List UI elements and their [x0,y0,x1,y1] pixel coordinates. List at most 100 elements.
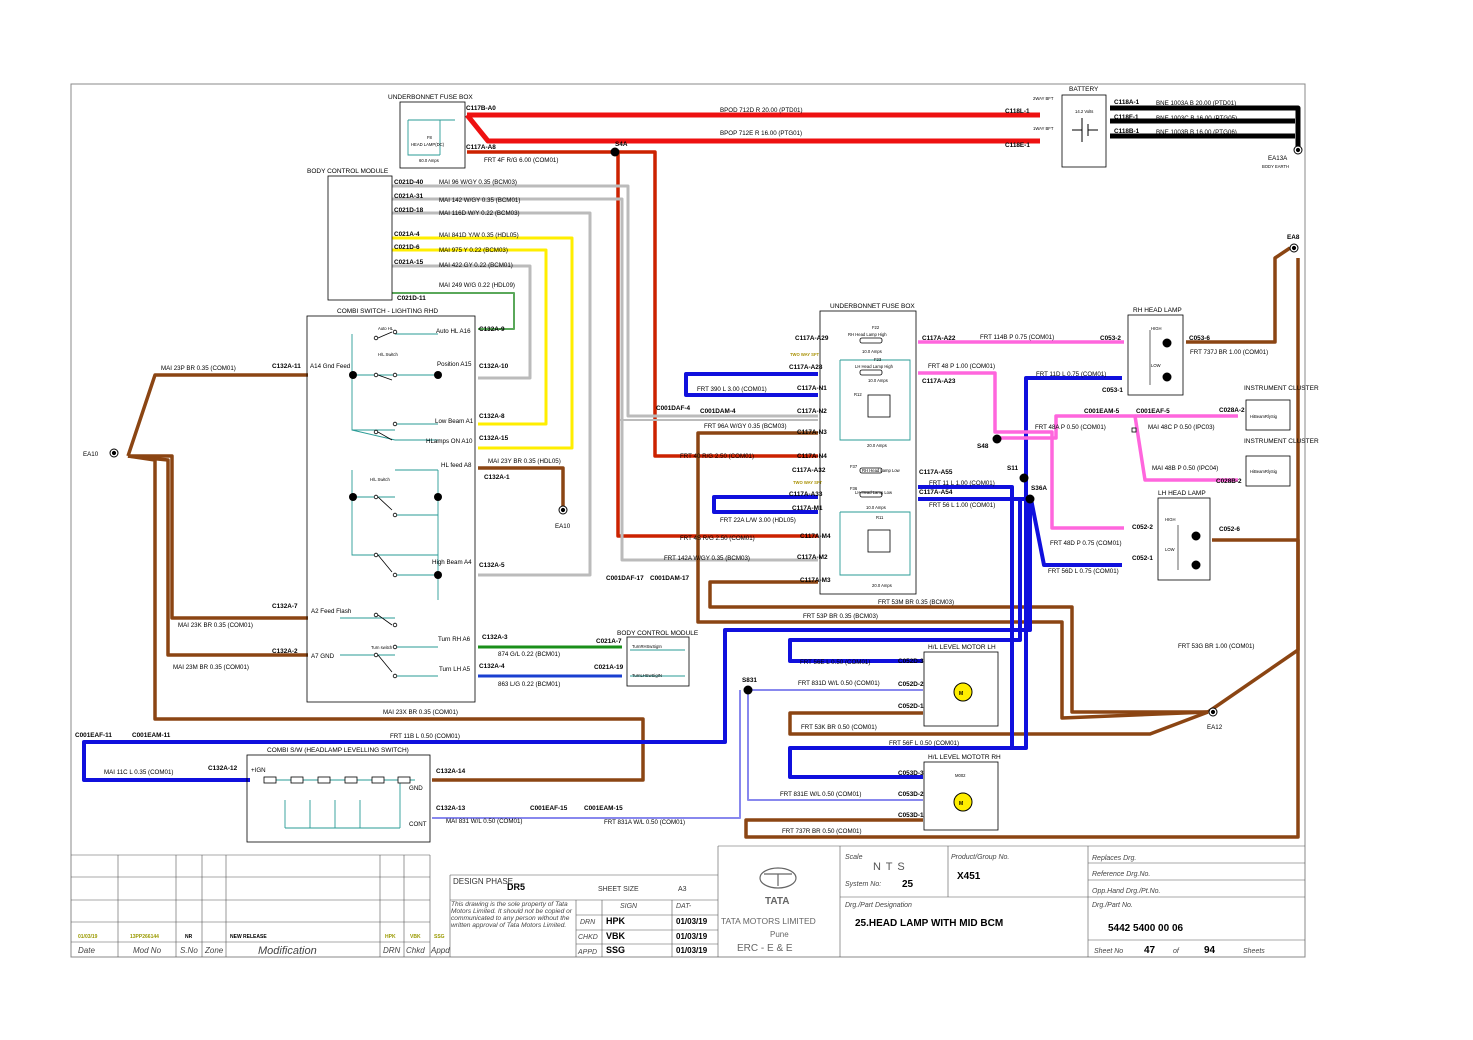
tb-sheet-size: A3 [678,886,687,893]
internal-labels: F8 HEAD LAMP(DC) 60.0 Amps F22 RH Head L… [251,135,1278,828]
wire-label-mai249: MAI 249 W/G 0.22 (HDL09) [439,282,515,289]
tb-of: of [1173,948,1180,955]
wire-frt737j [1186,246,1291,344]
label-hlamps-on: HLamps ON A10 [426,438,473,445]
label-hl-feed: HL feed A8 [441,462,472,469]
tb-appd-label: APPD [577,949,597,956]
title-block [71,845,1305,957]
wire-frt4s-red [616,152,818,538]
wire-label-mai96: MAI 96 W/GY 0.35 (BCM03) [439,179,517,186]
wire-bne-a [1110,105,1301,148]
motor-lh-glyph: M [959,691,963,697]
tb-design-phase-label: DESIGN PHASE [453,877,513,886]
wire-mai975 [392,248,548,426]
conn-c117a-m3: C117A-M3 [800,577,831,584]
conn-c132a-7: C132A-7 [272,603,298,610]
wire-label-mai422: MAI 422 GY 0.22 (BCM01) [439,262,513,269]
wire-frt831a [432,690,741,819]
fuse-f37: F37 [850,464,858,469]
motor-lh-block [923,651,999,727]
ground-ea10-mid: EA10 [555,523,571,530]
levelling-switch-block [246,754,431,843]
tb-rev-date: 01/03/19 [78,934,98,940]
tb-rev-drn: HPK [385,934,396,940]
conn-c053-2: C053-2 [1100,335,1121,342]
tb-rev-sno: NR [185,934,193,940]
wire-label-bne-c: BNE 1003C B 16.00 (PTG05) [1156,115,1237,122]
tb-notice-box: This drawing is the sole property of Tat… [451,901,572,929]
label-bcm-top: BODY CONTROL MODULE [307,168,389,175]
conn-c053d-1: C053D-1 [898,812,924,819]
tb-part-desig: 25.HEAD LAMP WITH MID BCM [855,918,1003,929]
wire-label-frt56e: FRT 56E L 0.50 (COM01) [800,659,870,666]
fuse-f22: F22 [872,325,880,330]
wire-label-mai23x: MAI 23X BR 0.35 (COM01) [383,709,458,716]
wire-mai422 [392,264,532,380]
wire-label-frt48a: FRT 48A P 0.50 (COM01) [1035,424,1106,431]
wire-label-mai23m: MAI 23M BR 0.35 (COM01) [173,664,249,671]
wire-frt4f-red [467,150,818,458]
conn-c118f-1: C118F-1 [1114,114,1139,121]
wire-mai142 [392,197,818,562]
conn-c132a-8: C132A-8 [479,413,505,420]
wire-label-bpop: BPOP 712E R 16.00 (PTG01) [720,130,802,137]
label-auto-hl-sw: Auto HL [378,326,394,331]
label-a7-gnd: A7 GND [311,653,335,660]
wire-mai23k [128,454,308,620]
tb-rev-mod: 13PP266144 [130,934,159,940]
conn-c117a-m4: C117A-M4 [800,533,831,540]
label-body-earth: BODY EARTH [1262,164,1289,169]
wire-label-bne-a: BNE 1003A B 20.00 (PTD01) [1156,100,1236,107]
splice-s36a: S36A [1031,485,1047,492]
wire-label-frt4s: FRT 4S R/G 2.50 (COM01) [680,535,755,542]
wire-frt53m [708,580,1208,714]
tb-rev-desc: NEW RELEASE [230,934,267,940]
label-2way: 2WAY BFT [1033,96,1054,101]
lamp-bulbs [1149,330,1201,570]
wire-frt53p [696,431,1209,720]
tb-company: TATA MOTORS LIMITED [721,916,816,926]
tb-product-label: Product/Group No. [951,854,1009,861]
tb-opp-hand: Opp.Hand Drg./Pt.No. [1092,888,1161,895]
title-block-text: DESIGN PHASE DR5 SHEET SIZE A3 SIGN DAT-… [78,854,1265,957]
connector-labels: C117B-A0 C117A-A8 S4A C118L-1 C118E-1 C1… [75,99,1300,819]
label-rh-head-lamp: RH HEAD LAMP [1133,307,1182,314]
wire-label-frt22a: FRT 22A L/W 3.00 (HDL05) [720,517,796,524]
wire-label-frt11d: FRT 11D L 0.75 (COM01) [1036,371,1106,378]
label-low-rh: LOW [1151,363,1161,368]
label-combi-switch: COMBI SWITCH - LIGHTING RHD [337,308,438,315]
conn-c117a-n2: C117A-N2 [797,408,827,415]
label-turn-switch: Turn switch [371,645,393,650]
tb-drn-label: DRN [580,919,596,926]
wire-label-frt53m: FRT 53M BR 0.35 (BCM03) [878,599,954,606]
wire-label-frt390: FRT 390 L 3.00 (COM01) [697,386,767,393]
wire-mai841d [392,236,574,450]
fuse-f22-name: RH Head Lamp High [848,332,887,337]
conn-c117a-a55: C117A-A55 [919,469,953,476]
tb-part-no: 5442 5400 00 06 [1108,923,1184,934]
label-low-lh: LOW [1165,547,1175,552]
wire-label-863: 863 L/G 0.22 (BCM01) [498,681,560,688]
wire-label-frt48d: FRT 48D P 0.75 (COM01) [1050,540,1122,547]
title-block-logo [759,867,797,889]
label-a2-flash: A2 Feed Flash [311,608,352,615]
label-hl-switch2: H/L Switch [370,477,391,482]
fuse-f8-name: HEAD LAMP(DC) [411,142,445,147]
fuse-f36-amps: 10.0 Amps [866,505,886,510]
wire-frt390 [684,372,818,397]
fuse-f36-name: LH Head Lamp Low [855,490,893,495]
fuses [263,337,1137,784]
tb-chkd-sign: VBK [606,931,626,941]
tb-chkd-label: CHKD [578,934,598,941]
label-turn-lh: Turn LH A5 [439,666,471,673]
tb-dat: DAT- [676,903,692,910]
tb-drn-sign: HPK [606,916,626,926]
label-levelling-switch: COMBI S/W (HEADLAMP LEVELLING SWITCH) [267,747,409,754]
conn-c021a-4: C021A-4 [394,231,420,238]
conn-c117a-n4: C117A-N4 [797,453,827,460]
splice-s4a: S4A [615,141,628,148]
wire-label-mai48b: MAI 48B P 0.50 (IPC04) [1152,465,1218,472]
label-cont: CONT [409,821,427,828]
tb-hdr-modification: Modification [258,945,317,957]
